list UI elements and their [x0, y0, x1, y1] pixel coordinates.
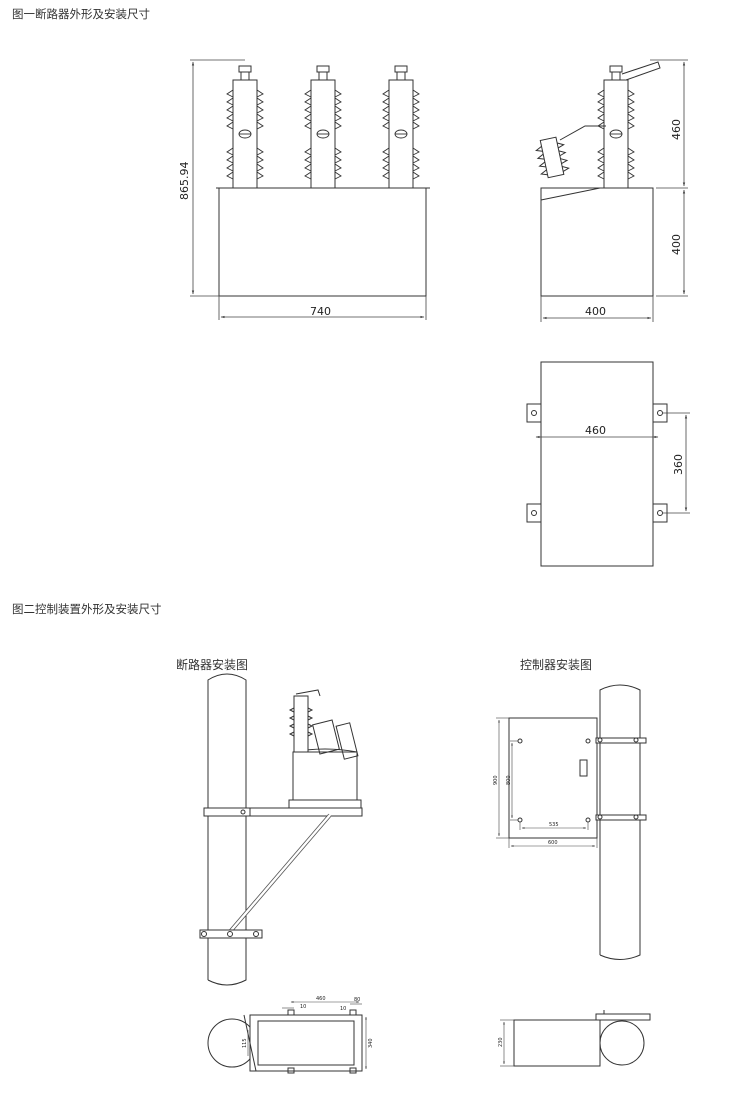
- dim-plan-10a: 10: [300, 1004, 306, 1010]
- insulator-2: [304, 65, 342, 189]
- breaker-front-view: [216, 65, 430, 297]
- dim-plan-340: 340: [368, 1038, 374, 1048]
- breaker-side-view: [535, 61, 661, 297]
- dim-hole-w-label: 535: [549, 822, 559, 828]
- controller-plan-view: [513, 1010, 651, 1067]
- dim-plan-460: 460: [316, 996, 326, 1002]
- dim-box-w-label: 600: [548, 840, 558, 846]
- dim-mount: [535, 412, 690, 514]
- figure2-caption: 图二控制装置外形及安装尺寸: [12, 602, 162, 616]
- dim-lower-label: 400: [670, 234, 683, 255]
- insulator-1: [226, 65, 264, 189]
- controller-install-title: 控制器安装图: [520, 658, 593, 672]
- controller-install-drawing: [508, 684, 647, 960]
- breaker-install-title: 断路器安装图: [176, 658, 249, 672]
- dim-plan-80: 80: [354, 997, 360, 1003]
- dim-hole-h-label: 800: [506, 775, 512, 785]
- dim-front-width-label: 740: [310, 305, 331, 318]
- dim-side-width-label: 400: [585, 305, 606, 318]
- dim-mount-w-label: 460: [585, 424, 606, 437]
- dim-mount-h-label: 360: [672, 454, 685, 475]
- dim-side: [540, 59, 688, 322]
- dim-height: [190, 59, 245, 297]
- breaker-install-drawing: [199, 673, 363, 986]
- insulator-3: [382, 65, 420, 189]
- dim-side-230: 230: [498, 1037, 504, 1047]
- dim-plan-115: 115: [242, 1038, 248, 1048]
- breaker-plan-view: [207, 1009, 363, 1074]
- dim-upper-label: 460: [670, 119, 683, 140]
- controller-plan-dims: [500, 1019, 514, 1067]
- dim-plan-10b: 10: [340, 1006, 346, 1012]
- dim-height-label: 865.94: [178, 162, 191, 201]
- controller-dims: [496, 717, 598, 848]
- dim-box-h-label: 900: [493, 775, 499, 785]
- side-insulator: [535, 136, 570, 179]
- breaker-plan-dims: [247, 1001, 367, 1070]
- mounting-plan: [526, 361, 668, 567]
- dim-front-width: [218, 296, 427, 320]
- figure1-caption: 图一断路器外形及安装尺寸: [12, 7, 150, 21]
